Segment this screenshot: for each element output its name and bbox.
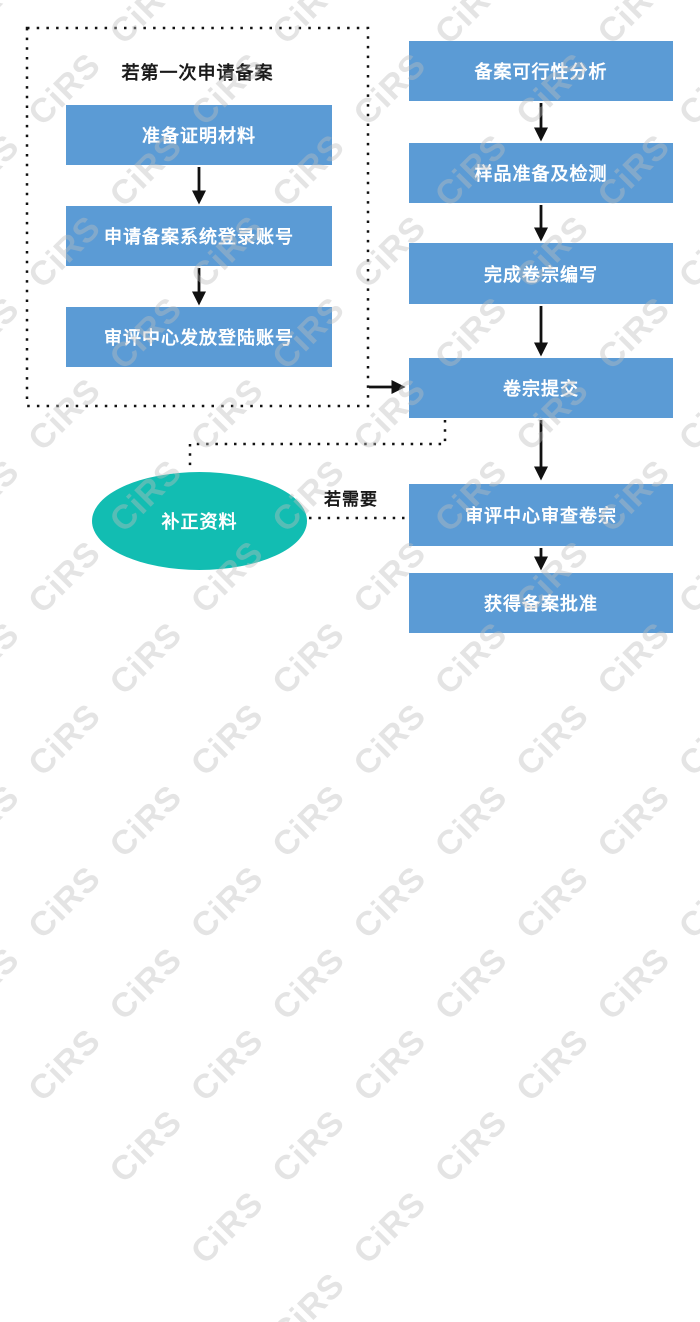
watermark-text: CiRS [183, 858, 271, 947]
watermark-text: CiRS [590, 777, 678, 865]
if-needed-label: 若需要 [324, 490, 378, 509]
watermark-text: CiRS [265, 1265, 353, 1322]
step-feasibility-analysis: 备案可行性分析 [409, 41, 673, 101]
watermark-text: CiRS [21, 1021, 109, 1109]
watermark-text: CiRS [509, 1021, 597, 1109]
watermark-text: CiRS [265, 1102, 353, 1191]
watermark-text: CiRS [265, 940, 353, 1028]
watermark-text: CiRS [427, 940, 515, 1028]
watermark-text: CiRS [590, 940, 678, 1028]
watermark-text: CiRS [21, 696, 109, 784]
watermark-text: CiRS [427, 1102, 515, 1191]
watermark-text: CiRS [346, 696, 434, 784]
watermark-text: CiRS [265, 777, 353, 865]
step-center-review-dossier: 审评中心审查卷宗 [409, 484, 673, 546]
watermark-text: CiRS [102, 777, 190, 865]
watermark-text: CiRS [21, 858, 109, 947]
watermark-text: CiRS [346, 1184, 434, 1272]
watermark-text: CiRS [183, 1184, 271, 1272]
watermark-text: CiRS [183, 1021, 271, 1109]
watermark-text: CiRS [671, 858, 700, 947]
watermark-text: CiRS [0, 777, 28, 865]
watermark-text: CiRS [509, 696, 597, 784]
step-prepare-certification-materials: 准备证明材料 [66, 105, 332, 165]
watermark-text: CiRS [427, 777, 515, 865]
step-dossier-submission: 卷宗提交 [409, 358, 673, 418]
watermark-text: CiRS [183, 696, 271, 784]
watermark-text: CiRS [102, 940, 190, 1028]
step-dossier-compilation: 完成卷宗编写 [409, 243, 673, 304]
watermark-text: CiRS [346, 858, 434, 947]
watermark-text: CiRS [671, 696, 700, 784]
watermark-text: CiRS [0, 940, 28, 1028]
first-time-group-title: 若第一次申请备案 [121, 63, 274, 83]
dotted-submit-to-correction [188, 420, 447, 470]
watermark-text: CiRS [509, 858, 597, 947]
watermark-text: CiRS [102, 1102, 190, 1191]
step-apply-system-login-account: 申请备案系统登录账号 [66, 206, 332, 266]
step-center-issues-login-account: 审评中心发放登陆账号 [66, 307, 332, 367]
watermark-text: CiRS [346, 1021, 434, 1109]
correction-materials-node: 补正资料 [92, 472, 307, 570]
step-sample-prep-testing: 样品准备及检测 [409, 143, 673, 203]
step-obtain-filing-approval: 获得备案批准 [409, 573, 673, 633]
connector-layer [25, 26, 548, 571]
